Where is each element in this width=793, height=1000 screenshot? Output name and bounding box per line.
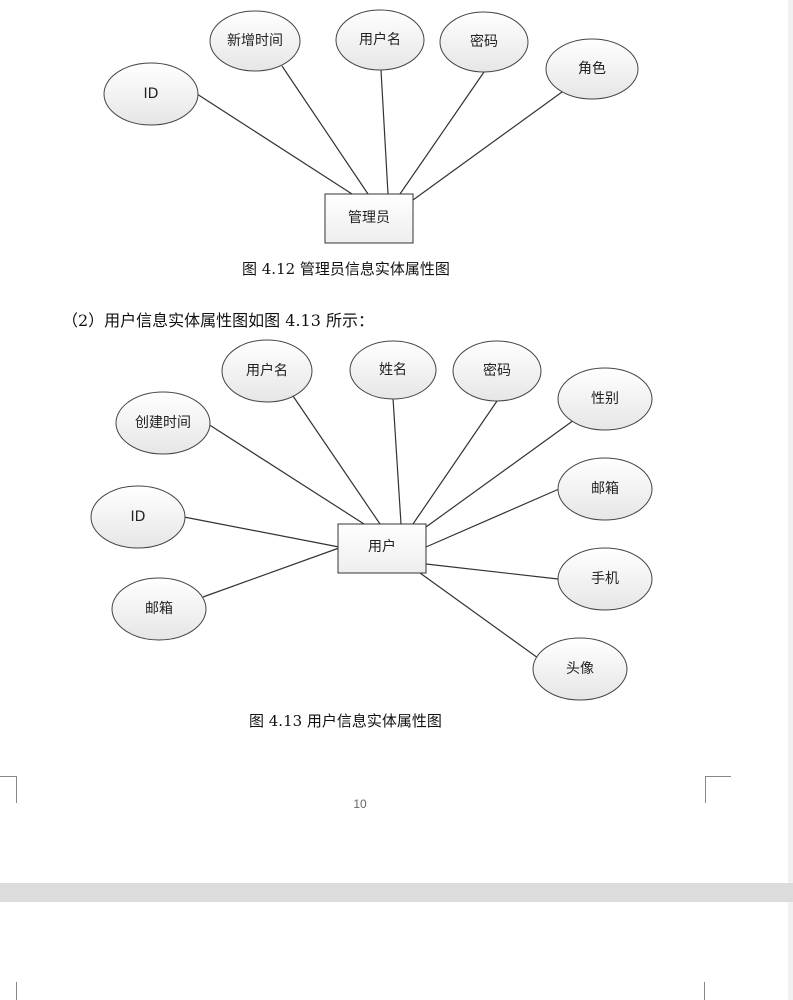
crop-mark <box>705 776 731 803</box>
page-gap <box>0 883 793 902</box>
attribute-label: 头像 <box>566 661 594 677</box>
connector-line <box>196 93 353 195</box>
attribute-avatar: 头像 <box>532 637 628 701</box>
connector-line <box>207 423 365 525</box>
connector-line <box>202 547 340 598</box>
attribute-created-time: 创建时间 <box>115 391 211 455</box>
attribute-label: ID <box>131 509 146 525</box>
connector-line <box>425 488 560 548</box>
entity-label: 管理员 <box>348 210 390 226</box>
connector-line <box>419 572 539 659</box>
crop-mark <box>0 776 17 803</box>
attribute-username: 用户名 <box>221 339 313 403</box>
page-edge <box>788 902 793 1000</box>
crop-mark <box>0 982 17 1000</box>
attribute-email-right: 邮箱 <box>557 457 653 521</box>
page-edge <box>788 0 793 883</box>
attribute-label: 邮箱 <box>591 481 619 497</box>
entity-label: 用户 <box>368 538 396 555</box>
connector-line <box>183 516 340 548</box>
body-paragraph: （2）用户信息实体属性图如图 4.13 所示： <box>62 311 374 330</box>
attribute-label: 用户名 <box>246 362 288 379</box>
attribute-label: ID <box>144 86 159 102</box>
attribute-label: 手机 <box>591 571 619 587</box>
relationship-lines <box>196 65 563 201</box>
attribute-role: 角色 <box>545 38 639 100</box>
connector-line <box>412 400 498 525</box>
connector-line <box>425 419 575 528</box>
entity-admin: 管理员 <box>324 193 414 244</box>
crop-mark <box>704 982 715 1000</box>
figure-caption: 图 4.13 用户信息实体属性图 <box>249 712 442 730</box>
entity-user: 用户 <box>337 523 427 574</box>
attribute-label: 新增时间 <box>227 33 283 49</box>
figure-caption: 图 4.12 管理员信息实体属性图 <box>242 260 450 278</box>
attribute-gender: 性别 <box>557 367 653 431</box>
attribute-label: 邮箱 <box>145 601 173 617</box>
attribute-label: 密码 <box>470 33 498 50</box>
connector-line <box>292 395 381 525</box>
figure-4-12: 管理员 ID 新增时间 用户名 密码 角色 <box>103 9 639 244</box>
attribute-id: ID <box>103 62 199 126</box>
attribute-password: 密码 <box>452 340 542 402</box>
attribute-id: ID <box>90 485 186 549</box>
attribute-name: 姓名 <box>349 340 437 400</box>
connector-line <box>425 563 559 580</box>
attribute-created-time: 新增时间 <box>209 10 301 72</box>
attribute-username: 用户名 <box>335 9 425 71</box>
attribute-password: 密码 <box>439 11 529 73</box>
connector-line <box>380 69 389 195</box>
connector-line <box>412 91 563 201</box>
attribute-label: 性别 <box>591 391 619 407</box>
connector-line <box>399 71 485 195</box>
attribute-label: 密码 <box>483 362 511 379</box>
connector-line <box>281 65 369 195</box>
page-number: 10 <box>353 797 367 811</box>
connector-line <box>392 397 402 525</box>
attribute-label: 创建时间 <box>135 415 191 431</box>
er-diagrams: 管理员 ID 新增时间 用户名 密码 角色 <box>90 9 653 701</box>
figure-4-13: 用户 用户名 姓名 密码 创建时间 性别 ID 邮箱 <box>90 339 653 701</box>
attribute-label: 姓名 <box>379 362 407 378</box>
attribute-phone: 手机 <box>557 547 653 611</box>
attribute-email-left: 邮箱 <box>111 577 207 641</box>
attribute-label: 用户名 <box>359 31 401 48</box>
next-page <box>0 902 788 1000</box>
attribute-label: 角色 <box>578 60 606 77</box>
relationship-lines <box>183 395 575 659</box>
